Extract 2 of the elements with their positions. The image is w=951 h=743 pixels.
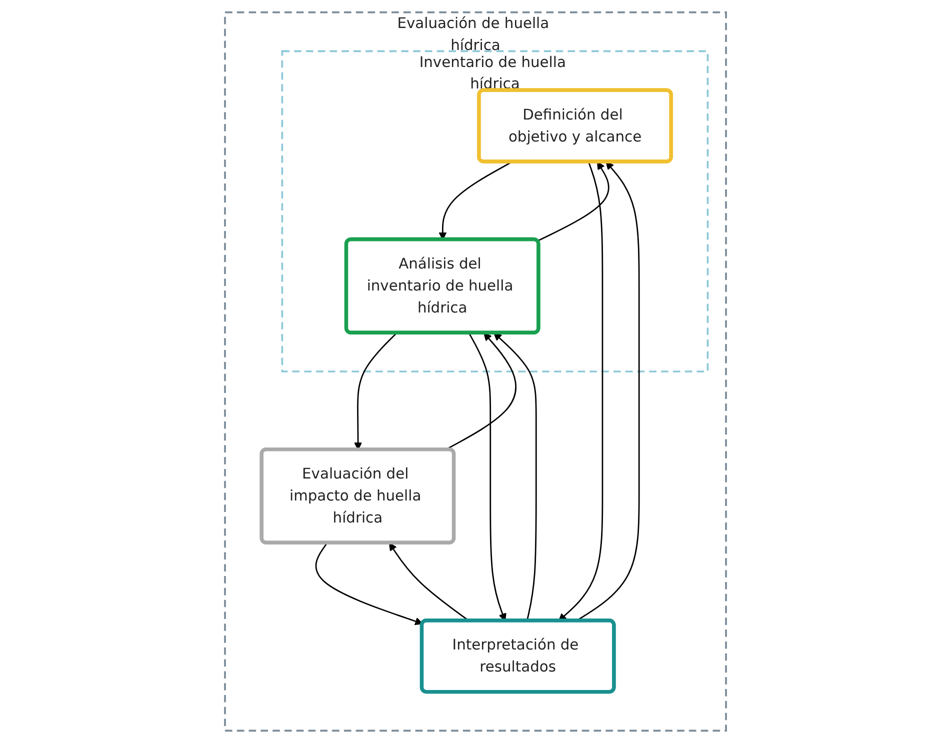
arrow bbox=[315, 542, 423, 626]
arrow bbox=[537, 162, 610, 242]
